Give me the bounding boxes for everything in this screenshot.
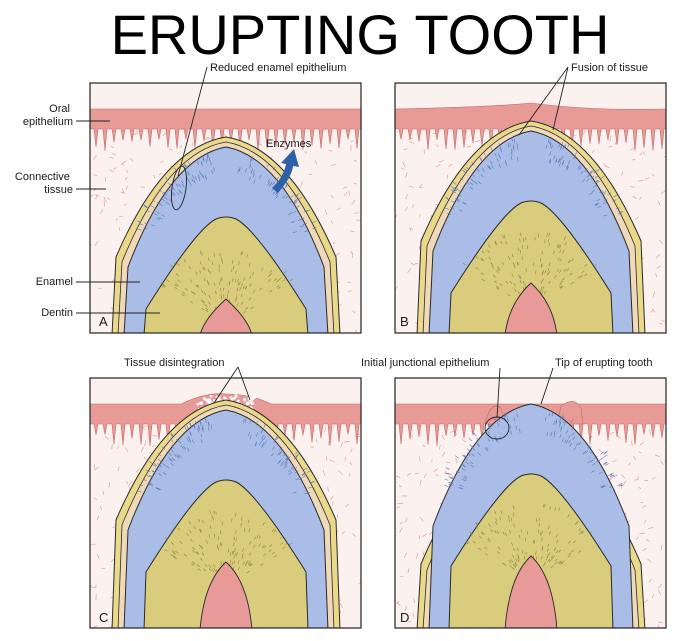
enamel-rods [444, 137, 624, 217]
panel-d: D [394, 377, 667, 629]
panel-a-art [90, 83, 361, 333]
enzyme-arrow-icon [272, 149, 299, 193]
dentinal-tubules [465, 503, 592, 570]
enamel-rods [137, 153, 317, 234]
pulp [200, 298, 252, 333]
dentinal-tubules [160, 250, 294, 314]
dentinal-tubules [164, 510, 293, 574]
panel-a: A [89, 82, 362, 334]
junctional-cuff-right [556, 401, 584, 425]
label-enzymes: Enzymes [266, 138, 312, 150]
panel-a-frame [89, 82, 362, 334]
leader-fusion-of-tissue-2 [552, 66, 569, 131]
dentin [143, 479, 309, 628]
pulp [504, 555, 558, 628]
enamel-rods [444, 412, 624, 490]
label-fusion-of-tissue: Fusion of tissue [571, 62, 648, 74]
pulp [504, 282, 558, 333]
initial-junctional-epithelium-ring [484, 416, 510, 440]
label-tissue-disintegration: Tissue disintegration [124, 357, 224, 369]
panel-b: B [394, 82, 667, 334]
label-oral-epithelium-line1: Oral [49, 103, 70, 115]
label-dentin: Dentin [41, 307, 73, 319]
leader-fusion-of-tissue-1 [518, 66, 569, 136]
dentin [448, 473, 614, 628]
panel-a-letter: A [99, 314, 108, 329]
panel-b-letter: B [400, 314, 409, 329]
label-reduced-enamel-epithelium: Reduced enamel epithelium [210, 62, 346, 74]
leader-tip-of-erupting-tooth [540, 367, 554, 405]
label-connective-tissue-line2: tissue [44, 184, 73, 196]
leader-tissue-disintegration-2 [237, 366, 251, 401]
label-initial-junctional-epithelium: Initial junctional epithelium [361, 357, 489, 369]
panel-c-frame [89, 377, 362, 629]
panel-b-frame [394, 82, 667, 334]
panel-c-letter: C [99, 610, 108, 625]
label-oral-epithelium: Oral epithelium [23, 103, 73, 128]
panel-d-art [395, 378, 666, 628]
label-connective-tissue: Connective tissue [15, 171, 73, 196]
panel-d-frame [394, 377, 667, 629]
reduced-enamel-epithelium-ring [170, 165, 188, 211]
panel-c-art [90, 378, 361, 628]
dentinal-tubules [462, 232, 598, 297]
panel-d-letter: D [400, 610, 409, 625]
dentin [448, 200, 614, 333]
panel-c: C [89, 377, 362, 629]
pulp [199, 561, 253, 628]
leader-reduced-enamel-epithelium [177, 66, 208, 177]
label-enamel: Enamel [36, 276, 73, 288]
label-tip-of-erupting-tooth: Tip of erupting tooth [555, 357, 652, 369]
leader-tissue-disintegration-1 [213, 366, 239, 404]
enamel-rods [137, 418, 316, 495]
panel-b-art [395, 83, 666, 333]
leader-initial-junctional-epithelium [496, 367, 501, 419]
title: ERUPTING TOOTH [111, 3, 610, 66]
dentin [143, 216, 309, 333]
label-connective-tissue-line1: Connective [15, 171, 70, 183]
label-oral-epithelium-line2: epithelium [23, 116, 73, 128]
